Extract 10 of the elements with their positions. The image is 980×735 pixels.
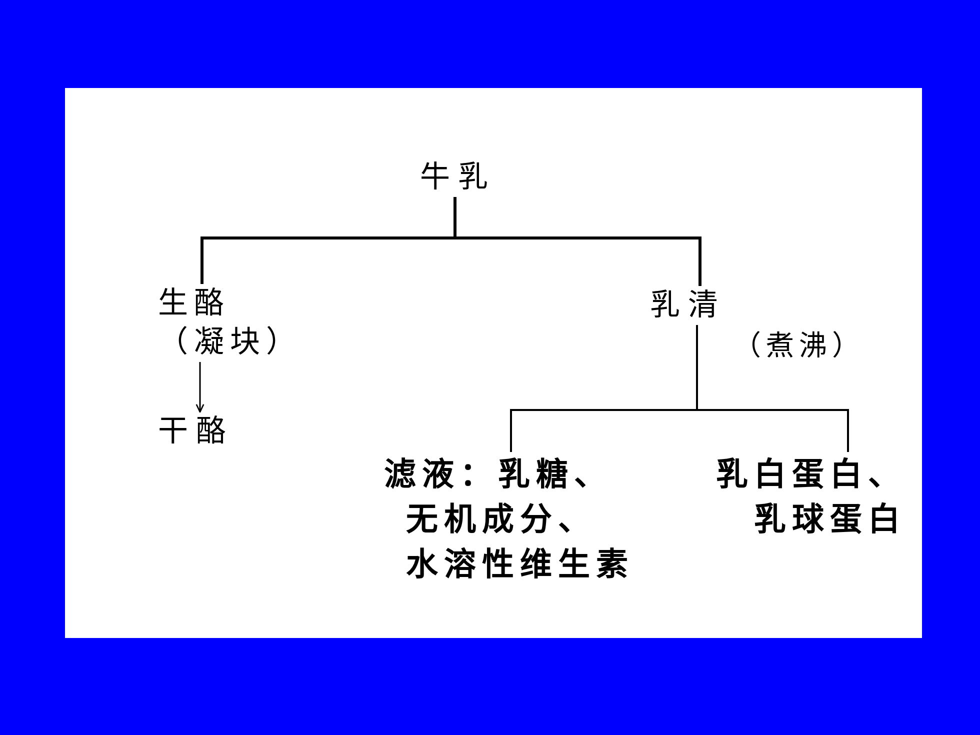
node-label: 牛乳 (419, 159, 497, 197)
node-label: 干酪 (158, 413, 235, 451)
arrow (196, 362, 204, 413)
node-label: 滤液：乳糖、无机成分、水溶性维生素 (384, 454, 635, 585)
node-label: 生酪 (158, 285, 231, 323)
connector-line (696, 325, 849, 452)
node-label: 乳白蛋白、乳球蛋白 (715, 454, 906, 540)
node-note: （煮沸） (733, 328, 865, 364)
node-note: （凝块） (158, 324, 298, 362)
node-label: 乳清 (650, 287, 727, 325)
